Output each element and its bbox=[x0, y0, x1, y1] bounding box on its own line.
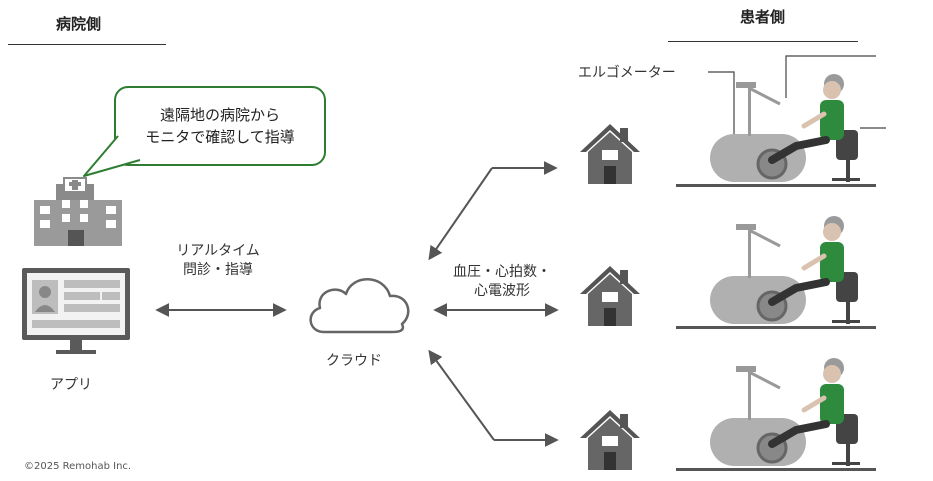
monitor-app-icon bbox=[22, 268, 130, 354]
hospital-building-icon bbox=[34, 177, 122, 246]
patient-side-underline bbox=[668, 41, 858, 42]
hospital-side-underline bbox=[8, 44, 166, 45]
bubble-line1: 遠隔地の病院から bbox=[159, 106, 280, 124]
cloud-icon bbox=[309, 278, 410, 334]
realtime-label-line1: リアルタイム bbox=[176, 243, 260, 259]
upper-house-arrow bbox=[428, 167, 493, 261]
bubble-line2: モニタで確認して指導 bbox=[145, 128, 295, 146]
app-label: アプリ bbox=[50, 377, 92, 393]
vitals-label-line1: 血圧・心拍数・ bbox=[453, 264, 551, 280]
house-icon-2 bbox=[580, 266, 640, 326]
lower-house-arrow bbox=[428, 349, 495, 441]
realtime-label-line2: 問診・指導 bbox=[183, 262, 253, 278]
copyright: ©2025 Remohab Inc. bbox=[24, 461, 132, 472]
vitals-label-line2: 心電波形 bbox=[474, 283, 530, 299]
patient-on-ergometer-icon-1 bbox=[676, 74, 876, 187]
patient-on-ergometer-icon-3 bbox=[676, 358, 876, 471]
house-icon-1 bbox=[580, 124, 640, 184]
speech-bubble: 遠隔地の病院から モニタで確認して指導 bbox=[114, 86, 326, 166]
patient-on-ergometer-icon-2 bbox=[676, 216, 876, 329]
hospital-side-header: 病院側 bbox=[56, 15, 102, 33]
ergometer-label: エルゴメーター bbox=[578, 65, 676, 81]
realtime-label: リアルタイム 問診・指導 bbox=[166, 242, 270, 280]
cloud-label: クラウド bbox=[326, 353, 382, 369]
vitals-label: 血圧・心拍数・ 心電波形 bbox=[440, 263, 564, 301]
patient-side-header: 患者側 bbox=[740, 8, 786, 26]
house-icon-3 bbox=[580, 410, 640, 470]
